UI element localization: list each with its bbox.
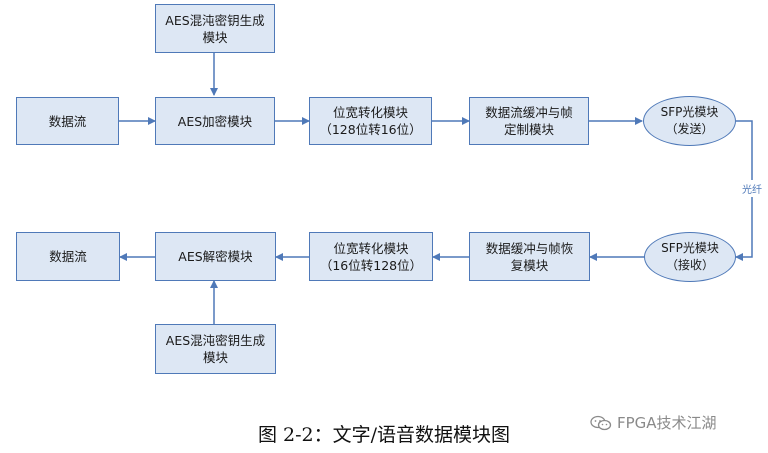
sfp-receive-node: SFP光模块 （接收）	[644, 232, 736, 282]
fiber-label: 光纤	[742, 180, 762, 197]
aes-encrypt-block: AES加密模块	[155, 97, 275, 145]
data-stream-in-label: 数据流	[48, 113, 87, 129]
buffer-frame-label: 数据流缓冲与帧 定制模块	[485, 105, 573, 137]
data-stream-out-label: 数据流	[49, 249, 87, 264]
width-conv-2-block: 位宽转化模块 （16位转128位）	[309, 232, 433, 281]
figure-caption: 图 2-2：文字/语音数据模块图	[257, 424, 511, 446]
buffer-restore-block: 数据缓冲与帧恢 复模块	[469, 232, 590, 281]
sfp-send-node: SFP光模块 （发送）	[643, 96, 736, 146]
keygen-bottom-label: AES混沌密钥生成 模块	[165, 333, 266, 365]
width-conv-1-label: 位宽转化模块 （128位转16位）	[319, 105, 422, 137]
watermark: FPGA技术江湖	[590, 412, 717, 433]
sfp-receive-label: SFP光模块 （接收）	[661, 241, 719, 272]
keygen-top-block: AES混沌密钥生成 模块	[155, 4, 275, 53]
keygen-bottom-block: AES混沌密钥生成 模块	[155, 324, 276, 374]
buffer-frame-block: 数据流缓冲与帧 定制模块	[469, 97, 589, 145]
buffer-restore-label: 数据缓冲与帧恢 复模块	[485, 240, 574, 273]
aes-decrypt-label: AES解密模块	[178, 249, 253, 264]
aes-decrypt-block: AES解密模块	[155, 232, 276, 281]
aes-encrypt-label: AES加密模块	[177, 113, 253, 129]
data-stream-out-block: 数据流	[16, 232, 120, 281]
keygen-top-label: AES混沌密钥生成 模块	[165, 12, 265, 45]
width-conv-2-label: 位宽转化模块 （16位转128位）	[319, 240, 423, 273]
wechat-icon	[590, 415, 612, 430]
data-stream-in-block: 数据流	[16, 97, 119, 145]
sfp-send-label: SFP光模块 （发送）	[660, 105, 719, 136]
watermark-text: FPGA技术江湖	[617, 414, 717, 432]
width-conv-1-block: 位宽转化模块 （128位转16位）	[309, 97, 432, 145]
